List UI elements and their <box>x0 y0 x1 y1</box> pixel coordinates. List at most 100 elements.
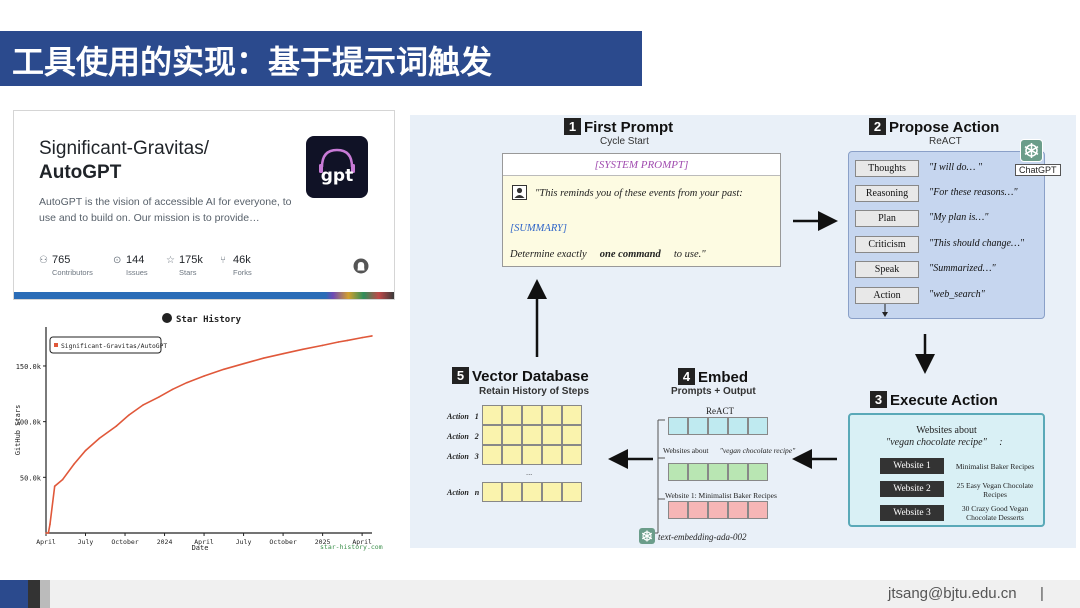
prompt-determine: Determine exactly one command to use." <box>510 249 706 260</box>
series-point <box>45 532 47 534</box>
embed-react-label: ReACT <box>706 406 734 416</box>
series-point <box>61 478 64 481</box>
vector-ellipsis: ... <box>526 468 533 477</box>
contributors-icon: ⚇ <box>39 255 48 266</box>
slide-title: 工具使用的实现：基于提示词触发 <box>12 44 493 80</box>
embed-website1-label: Website 1: Minimalist Baker Recipes <box>665 491 777 500</box>
series-point <box>115 425 118 427</box>
react-key-thoughts: Thoughts <box>855 160 919 177</box>
footer-bar <box>0 580 1080 608</box>
x-tick-label: April <box>36 538 56 546</box>
website-2-text: 25 Easy Vegan Chocolate Recipes <box>956 481 1034 499</box>
series-point <box>346 339 349 342</box>
embed-row-website1 <box>668 501 768 519</box>
summary-label: [SUMMARY] <box>510 223 567 234</box>
y-tick-label: 150.0k <box>16 363 42 371</box>
react-box: Thoughts "I will do… " Reasoning "For th… <box>848 151 1045 319</box>
stat-contributors[interactable]: ⚇765 Contributors <box>39 254 93 277</box>
y-tick-label: 100.0k <box>16 419 42 427</box>
series-point <box>73 463 75 465</box>
repo-name[interactable]: Significant-Gravitas/ AutoGPT <box>39 137 209 185</box>
series-point <box>242 362 245 365</box>
chart-title: Star History <box>176 314 242 325</box>
legend-box <box>49 336 162 354</box>
embed-row-react <box>668 417 768 435</box>
series-point <box>361 336 363 339</box>
series-point <box>49 523 51 525</box>
series-point <box>302 348 304 351</box>
series-point <box>142 404 144 406</box>
x-axis-label: Date <box>192 544 209 552</box>
autogpt-logo-icon: gpt <box>319 148 355 186</box>
website-3-text: 30 Crazy Good Vegan Chocolate Desserts <box>961 504 1029 522</box>
star-icon: ☆ <box>166 255 175 266</box>
prompt-line1: "This reminds you of these events from y… <box>535 188 743 199</box>
repo-title: AutoGPT <box>39 162 122 183</box>
series-line <box>46 335 373 534</box>
system-prompt-label: [SYSTEM PROMPT] <box>503 154 780 176</box>
repo-owner: Significant-Gravitas/ <box>39 138 210 159</box>
footer-accent-dark <box>28 580 40 608</box>
github-icon[interactable] <box>353 258 369 274</box>
user-icon <box>512 185 527 200</box>
series-point <box>223 368 225 371</box>
footer-email: jtsang@bjtu.edu.cn <box>888 585 1017 602</box>
openai-icon <box>639 528 655 544</box>
react-val-plan: "My plan is…" <box>929 212 989 223</box>
chatgpt-icon <box>1020 139 1043 162</box>
x-tick-label: April <box>194 538 214 546</box>
execute-head-b: "vegan chocolate recipe" : <box>886 437 1003 448</box>
autogpt-logo: gpt <box>306 136 368 198</box>
series-point <box>321 344 324 347</box>
github-repo-card[interactable]: Significant-Gravitas/ AutoGPT AutoGPT is… <box>13 110 395 300</box>
y-axis-label: GitHub Stars <box>14 405 22 456</box>
issues-icon: ⊙ <box>113 255 122 266</box>
stat-stars[interactable]: ☆175k Stars <box>166 254 203 277</box>
stat-forks[interactable]: ⑂46k Forks <box>220 254 252 277</box>
series-point <box>203 375 205 377</box>
react-val-action: "web_search" <box>929 289 985 300</box>
series-point <box>84 449 87 452</box>
x-tick-label: October <box>269 538 296 546</box>
website-1-button: Website 1 <box>880 458 944 474</box>
vector-action-2: Action 2 <box>447 432 479 441</box>
series-point <box>53 485 56 487</box>
react-down-arrow <box>882 304 888 317</box>
series-point <box>47 532 50 534</box>
footer-separator: | <box>1040 585 1044 602</box>
fork-icon: ⑂ <box>220 255 226 266</box>
series-point <box>157 396 160 398</box>
react-key-plan: Plan <box>855 210 919 227</box>
footer-accent-grey <box>40 580 50 608</box>
step2-sub: ReACT <box>929 136 962 147</box>
step1-sub: Cycle Start <box>600 136 649 147</box>
x-tick-label: April <box>352 538 372 546</box>
execute-action-box: Websites about "vegan chocolate recipe" … <box>848 413 1045 527</box>
react-key-action: Action <box>855 287 919 304</box>
react-val-speak: "Summarized…" <box>929 263 996 274</box>
series-point <box>282 352 284 355</box>
react-key-speak: Speak <box>855 261 919 278</box>
react-key-criticism: Criticism <box>855 236 919 253</box>
x-tick-label: 2024 <box>157 538 173 546</box>
series-point <box>171 388 174 391</box>
x-tick-label: October <box>111 538 138 546</box>
embed-row-websites <box>668 463 768 481</box>
legend-swatch <box>54 343 58 347</box>
series-point <box>262 357 265 359</box>
react-val-thoughts: "I will do… " <box>929 162 983 173</box>
series-point <box>371 335 373 337</box>
vector-action-n: Action n <box>447 488 480 497</box>
vector-grid <box>482 405 582 465</box>
repo-description: AutoGPT is the vision of accessible AI f… <box>39 196 292 224</box>
website-1-text: Minimalist Baker Recipes <box>955 462 1035 471</box>
vector-action-3: Action 3 <box>447 452 479 461</box>
stat-issues[interactable]: ⊙144 Issues <box>113 254 148 277</box>
series-point <box>128 414 130 416</box>
execute-head-a: Websites about <box>916 425 977 436</box>
title-bar <box>0 31 642 86</box>
watermark: star-history.com <box>320 543 383 551</box>
